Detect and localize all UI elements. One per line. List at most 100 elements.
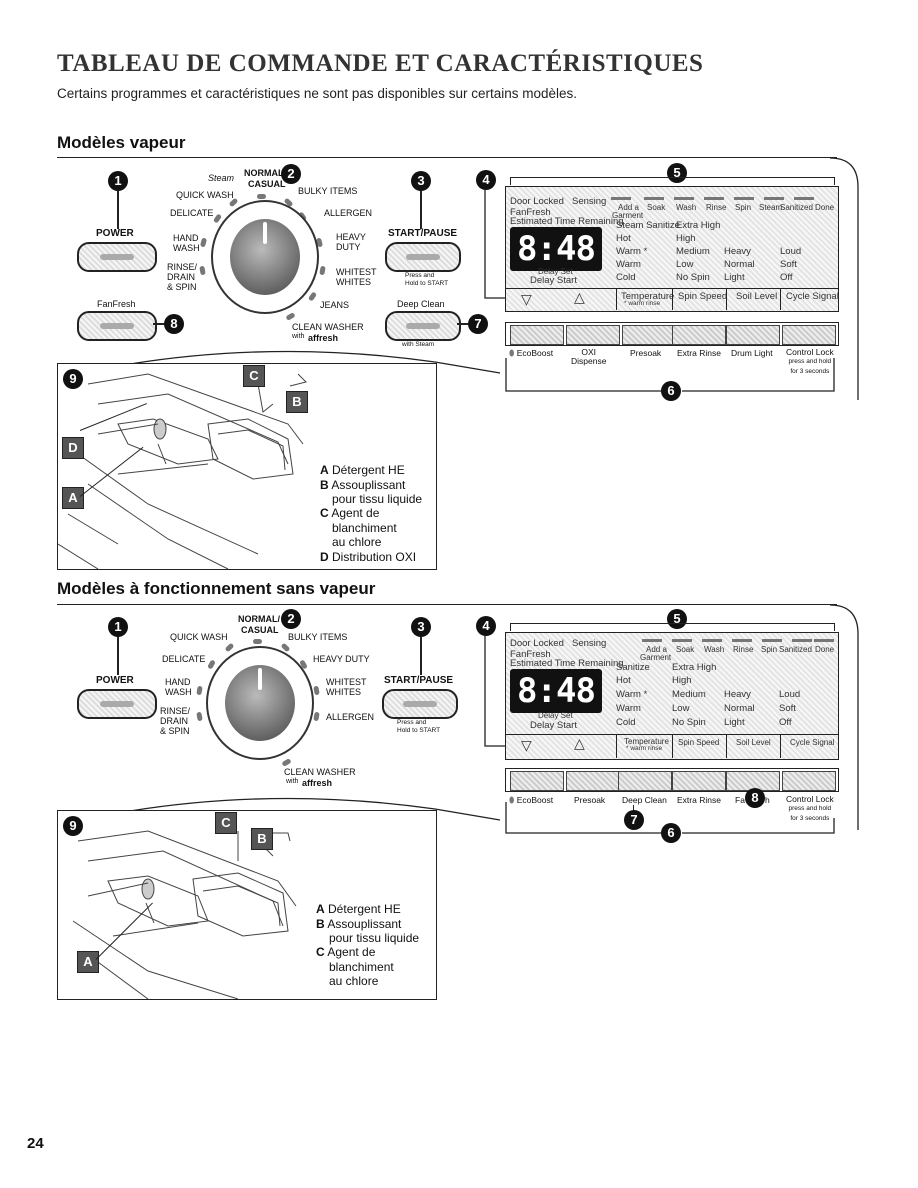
nosteam-badge-4: 4 [476,616,496,636]
steam-opt-control-lock-button[interactable] [782,325,836,345]
nosteam-callout-line [510,623,835,625]
nosteam-disp-spin: Spin [761,645,778,654]
nosteam-callout-line [510,623,512,631]
steam-disp-temp-4: Warm [616,259,641,270]
steam-disp-temp-5: Cold [616,272,636,283]
steam-cycle-allergen: ALLERGEN [324,208,373,218]
nosteam-badge-1: 1 [108,617,128,637]
steam-legend-b: B Assouplissant [320,478,406,492]
steam-disp-delay-start: Delay Start [530,275,577,286]
nosteam-start-button[interactable] [382,689,458,719]
nosteam-disp-add-garment-2: Garment [640,653,672,662]
steam-opt-extra-rinse-button[interactable] [672,325,726,345]
steam-badge-6: 6 [661,381,681,401]
steam-badge-3: 3 [411,171,431,191]
steam-opt-oxi-button[interactable] [566,325,620,345]
steam-detail-letter-d: D [62,437,84,459]
nosteam-disp-temperature[interactable]: Temperature [624,737,669,746]
steam-start-button[interactable] [385,242,461,272]
steam-power-button[interactable] [77,242,157,272]
steam-up-arrow-icon[interactable]: △ [574,289,585,305]
steam-disp-delay-set: Delay Set [538,267,573,276]
nosteam-legend-c3: au chlore [329,974,379,988]
nosteam-cycle-knob[interactable] [206,646,314,760]
nosteam-opt-ecoboost-button[interactable] [510,771,564,791]
steam-deepclean-label: Deep Clean [397,299,445,309]
steam-detail-callout-lines [130,350,501,374]
nosteam-down-arrow-icon[interactable]: ▽ [521,737,532,753]
nosteam-opt-presoak-label: Presoak [574,795,606,805]
nosteam-detail-letter-a: A [77,951,99,973]
nosteam-opt-presoak-button[interactable] [566,771,620,791]
steam-cycle-steam: Steam [208,173,235,183]
nosteam-callout-line [117,637,119,675]
steam-power-label: POWER [96,228,134,239]
steam-callout-line [117,191,119,229]
nosteam-disp-signal-5: Off [779,717,792,728]
nosteam-legend-b: B Assouplissant [316,917,402,931]
nosteam-disp-soil-5: Light [724,717,745,728]
steam-legend-c2: blanchiment [332,521,397,535]
nosteam-badge-9: 9 [63,816,83,836]
nosteam-dial-tick [313,685,320,696]
steam-opt-drum-light-button[interactable] [726,325,780,345]
steam-cycle-casual: CASUAL [248,179,286,189]
nosteam-disp-soil-level[interactable]: Soil Level [736,738,771,747]
nosteam-disp-sensing: Sensing [572,638,607,649]
nosteam-disp-door-locked: Door Locked [510,638,564,649]
nosteam-cycle-heavy-duty: HEAVY DUTY [313,654,370,664]
nosteam-callout-line [834,623,836,631]
nosteam-disp-estimated: Estimated Time Remaining [510,658,624,669]
steam-dial-tick [307,291,318,302]
steam-callout-line [510,177,512,185]
nosteam-legend-c2: blanchiment [329,960,394,974]
steam-opt-ecoboost-button[interactable] [510,325,564,345]
steam-disp-soil-3: Heavy [724,246,751,257]
nosteam-dial-tick [207,659,216,670]
steam-disp-soil-5: Light [724,272,745,283]
nosteam-disp-divider [616,734,617,758]
nosteam-disp-temp-3: Warm * [616,689,648,700]
steam-disp-spin-1: Extra High [676,220,721,231]
nosteam-up-arrow-icon[interactable]: △ [574,735,585,751]
steam-callout-line [834,177,836,185]
nosteam-detail-callout-lines [130,797,501,821]
nosteam-disp-indicator [762,639,782,642]
steam-disp-cycle-signal[interactable]: Cycle Signal [786,291,839,302]
nosteam-opt-deep-clean-button[interactable] [618,771,672,791]
nosteam-disp-cycle-signal[interactable]: Cycle Signal [790,738,835,747]
steam-disp-temperature[interactable]: Temperature [621,291,675,302]
steam-section-title: Modèles vapeur [57,133,186,152]
steam-cycle-quick-wash: QUICK WASH [176,190,234,200]
nosteam-detail-letter-c: C [215,812,237,834]
steam-disp-soak: Soak [647,203,666,212]
steam-opt-presoak-button[interactable] [622,325,676,345]
steam-disp-soil-level[interactable]: Soil Level [736,291,778,302]
steam-cycle-jeans: JEANS [320,300,350,310]
nosteam-power-label: POWER [96,675,134,686]
nosteam-opt-deep-clean-label: Deep Clean [622,795,667,805]
steam-down-arrow-icon[interactable]: ▽ [521,291,532,307]
steam-deepclean-button[interactable] [385,311,461,341]
nosteam-opt-control-lock-button[interactable] [782,771,836,791]
steam-disp-spin-3: Medium [676,246,710,257]
nosteam-opt-extra-rinse-button[interactable] [672,771,726,791]
nosteam-power-button[interactable] [77,689,157,719]
steam-disp-estimated: Estimated Time Remaining [510,216,624,227]
steam-cycle-knob[interactable] [211,200,319,314]
nosteam-badge-6: 6 [661,823,681,843]
steam-display-panel: Door Locked Sensing FanFresh Estimated T… [505,186,839,312]
nosteam-start-label: START/PAUSE [384,675,454,686]
steam-cycle-affresh: affresh [308,333,339,343]
steam-disp-spin-speed[interactable]: Spin Speed [678,291,728,302]
nosteam-dial-tick [281,758,292,767]
steam-callout-line [510,177,835,179]
steam-fanfresh-button[interactable] [77,311,157,341]
nosteam-cycle-allergen: ALLERGEN [326,712,375,722]
nosteam-disp-signal-4: Soft [779,703,796,714]
nosteam-disp-spin-speed[interactable]: Spin Speed [678,738,720,747]
